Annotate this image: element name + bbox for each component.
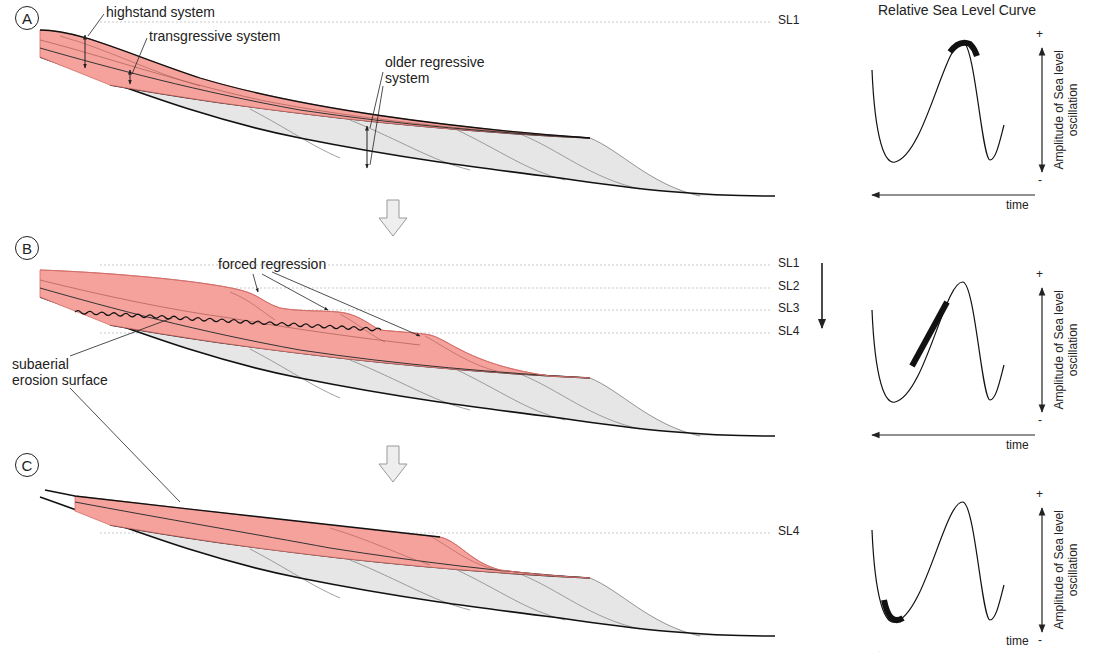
annotation-label: +: [1036, 488, 1043, 502]
sea-level-curves: [872, 42, 1042, 652]
panel-b: [40, 263, 822, 502]
panel-letter: B: [15, 236, 39, 260]
annotation-label: transgressive system: [149, 28, 280, 44]
panel-a: [40, 14, 775, 196]
annotation-label: -: [1038, 634, 1042, 648]
annotation-label: SL4: [778, 325, 799, 339]
panel-letter-text: A: [22, 11, 32, 26]
annotation-label: Amplitude of Sea level oscillation: [1052, 43, 1080, 178]
annotation-label: time: [1006, 439, 1029, 453]
annotation-label: SL1: [778, 14, 799, 28]
panel-letter-text: B: [22, 241, 32, 256]
annotation-label: older regressive system: [385, 54, 505, 86]
annotation-label: time: [1006, 635, 1029, 649]
annotation-label: SL2: [778, 280, 799, 294]
annotation-label: -: [1038, 414, 1042, 428]
annotation-label: forced regression: [218, 256, 326, 272]
panel-c: [40, 490, 775, 636]
annotation-label: time: [1006, 199, 1029, 213]
annotation-label: highstand system: [106, 4, 215, 20]
annotation-label: Amplitude of Sea level oscillation: [1052, 503, 1080, 638]
annotation-label: SL4: [778, 525, 799, 539]
annotation-label: -: [1038, 174, 1042, 188]
panel-letter-text: C: [22, 458, 33, 473]
annotation-label: +: [1036, 28, 1043, 42]
annotation-label: Amplitude of Sea level oscillation: [1052, 283, 1080, 418]
panel-letter: C: [15, 453, 39, 477]
annotation-label: SL1: [778, 257, 799, 271]
annotation-label: SL3: [778, 302, 799, 316]
annotation-label: Relative Sea Level Curve: [878, 2, 1036, 18]
panel-letter: A: [15, 6, 39, 30]
annotation-label: +: [1036, 268, 1043, 282]
annotation-label: subaerial erosion surface: [12, 356, 117, 388]
